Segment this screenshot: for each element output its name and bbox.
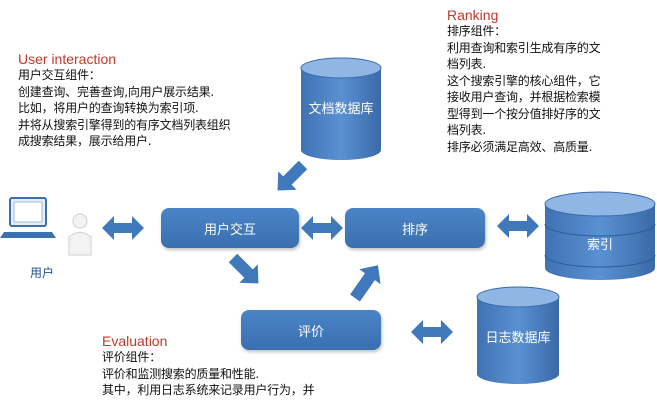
ranking-line: 排序必须满足高效、高质量. <box>447 139 593 154</box>
arrow-interaction-to-evaluation <box>228 253 259 284</box>
ranking-line: 型得到一个按分值排好序的文 <box>447 106 601 121</box>
user-interaction-box-label: 用户交互 <box>203 222 256 238</box>
user-interaction-annotation: User interaction 用户交互组件： 创建查询、完善查询,向用户展示… <box>18 51 231 150</box>
ranking-line: 排序组件： <box>447 24 507 38</box>
evaluation-box-label: 评价 <box>297 324 324 340</box>
index-cylinder <box>544 191 656 280</box>
evaluation-annotation: Evaluation 评价组件： 评价和监测搜索的质量和性能. 其中，利用日志系… <box>102 333 315 399</box>
ranking-line: 这个搜索引擎的核心组件，它 <box>447 73 601 88</box>
ranking-line: 接收用户查询，并根据检索模 <box>447 90 601 104</box>
arrow-ranking-index <box>497 214 539 238</box>
doc-db-cylinder <box>300 57 382 160</box>
arrow-user-interaction <box>102 216 144 240</box>
evaluation-line: 评价和监测搜索的质量和性能. <box>102 366 260 381</box>
ranking-line: 档列表. <box>447 57 487 71</box>
index-label: 索引 <box>586 238 613 253</box>
user-interaction-line: 成搜索结果，展示给用户. <box>18 134 152 148</box>
arrow-interaction-ranking <box>301 216 343 240</box>
evaluation-line: 评价组件： <box>102 350 162 364</box>
user-interaction-line: 用户交互组件： <box>18 68 101 82</box>
ranking-box-label: 排序 <box>401 222 428 238</box>
arrow-docdb-to-interaction <box>277 160 308 191</box>
log-db-cylinder <box>476 286 560 384</box>
user-interaction-heading: User interaction <box>18 51 117 67</box>
evaluation-line: 其中，利用日志系统来记录用户行为，并 <box>102 383 315 397</box>
arrow-evaluation-to-ranking <box>350 265 381 302</box>
user-label: 用户 <box>30 266 55 280</box>
ranking-annotation: Ranking 排序组件： 利用查询和索引生成有序的文 档列表. 这个搜索引擎的… <box>447 7 601 155</box>
evaluation-heading: Evaluation <box>102 333 168 349</box>
log-db-label: 日志数据库 <box>485 331 551 346</box>
user-interaction-line: 并将从搜索引擎得到的有序文档列表组织 <box>18 117 231 132</box>
arrow-evaluation-logdb <box>411 320 453 344</box>
ranking-line: 利用查询和索引生成有序的文 <box>447 40 601 55</box>
doc-db-label: 文档数据库 <box>308 102 374 117</box>
arrows <box>102 214 539 344</box>
computer-icon <box>0 197 56 238</box>
user-interaction-line: 比如，将用户的查询转换为索引项. <box>18 101 199 115</box>
ranking-line: 档列表. <box>447 123 487 137</box>
evaluation-box: 评价 <box>241 310 381 350</box>
ranking-box: 排序 <box>345 208 485 248</box>
ranking-heading: Ranking <box>447 7 499 23</box>
user-interaction-line: 创建查询、完善查询,向用户展示结果. <box>18 84 215 99</box>
user-interaction-box: 用户交互 <box>161 208 299 248</box>
person-icon <box>68 213 92 256</box>
